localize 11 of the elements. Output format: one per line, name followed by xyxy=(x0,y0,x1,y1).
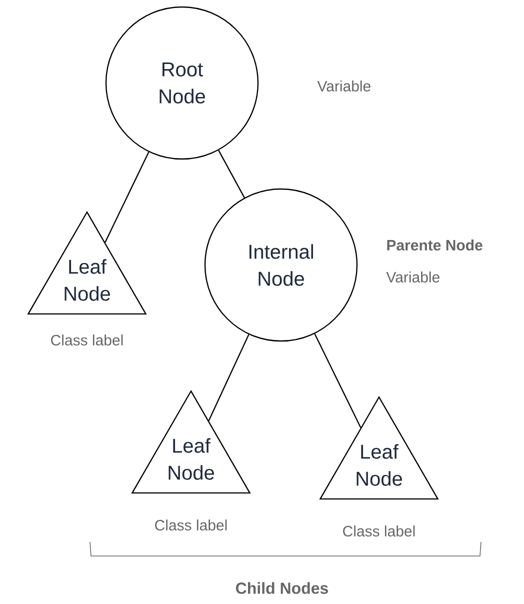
node-caption: Class label xyxy=(51,334,123,346)
node-caption: Variable xyxy=(386,272,440,282)
connector-line xyxy=(218,150,245,198)
connector-line xyxy=(314,334,362,428)
node-caption: Variable xyxy=(317,80,370,92)
group-label: Child Nodes xyxy=(236,582,328,594)
node-caption: Parente Node xyxy=(387,240,482,250)
connector-line xyxy=(104,152,150,243)
node-caption: Class label xyxy=(155,520,227,530)
connector-line xyxy=(208,334,250,421)
node-caption: Class label xyxy=(343,526,415,536)
